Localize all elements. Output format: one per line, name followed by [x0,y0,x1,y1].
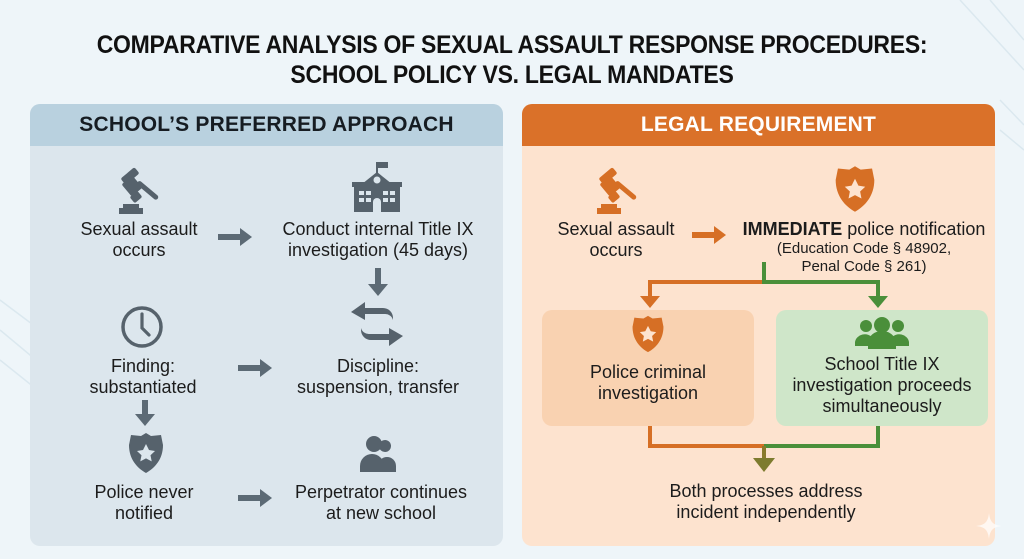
step-text-line: suspension, transfer [296,377,460,397]
clock-icon [121,306,163,348]
school-title-ix-simultaneous: School Title IX investigation proceeds s… [792,354,971,417]
transfer-arrows-icon [351,302,403,346]
step-immediate-police-notification: IMMEDIATE police notification (Education… [743,219,986,276]
police-badge-icon [632,315,664,353]
police-criminal-investigation: Police criminal investigation [590,362,706,404]
step-text-line: Conduct internal Title IX [282,219,474,239]
school-building-icon [352,162,402,212]
box-text-line: Police criminal [589,362,707,382]
emphasis-text: IMMEDIATE [742,219,843,239]
page-title: COMPARATIVE ANALYSIS OF SEXUAL ASSAULT R… [41,30,983,90]
police-investigation-box: Police criminal investigation [542,310,754,426]
sparkle-icon [976,513,1002,539]
box-text-line: investigation [597,383,699,403]
step-text-line: Perpetrator continues [294,482,468,502]
flow-arrow-right [692,226,726,244]
flow-arrow-down [368,268,388,296]
gavel-icon [119,167,159,214]
step-text-line: investigation (45 days) [287,240,469,260]
step-discipline: Discipline: suspension, transfer [297,356,459,398]
citation-line: Penal Code § 261) [801,258,927,275]
legal-requirement-panel: LEGAL REQUIREMENT Sexual assault occurs … [522,104,995,546]
flow-arrow-right [218,228,252,246]
step-text-line: Discipline: [336,356,420,376]
step-text-line: substantiated [89,377,197,397]
flow-arrow-right [238,359,272,377]
flow-arrow-right [238,489,272,507]
step-police-never-notified: Police never notified [94,482,193,524]
box-text-line: investigation proceeds [792,375,972,395]
outcome-text-line: Both processes address [669,481,863,501]
step-text-line: Sexual assault [80,219,198,239]
group-icon [855,317,909,349]
school-approach-panel: SCHOOL’S PREFERRED APPROACH Sexual assau… [30,104,503,546]
box-text-line: simultaneously [822,396,942,416]
school-title-ix-box: School Title IX investigation proceeds s… [776,310,988,426]
merge-connector [648,426,880,472]
step-text-line: Finding: [110,356,176,376]
step-text-line: at new school [325,503,437,523]
box-text-line: School Title IX [824,354,940,374]
split-connector [640,262,888,308]
citation-line: (Education Code § 48902, [776,240,952,257]
title-line-1: COMPARATIVE ANALYSIS OF SEXUAL ASSAULT R… [96,31,928,59]
school-approach-header: SCHOOL’S PREFERRED APPROACH [30,104,503,146]
step-internal-title-ix: Conduct internal Title IX investigation … [282,219,473,261]
title-line-2: SCHOOL POLICY VS. LEGAL MANDATES [290,61,734,89]
people-icon [360,436,396,472]
step-text-line: notified [114,503,174,523]
police-badge-icon [835,166,875,212]
step-text-line: occurs [589,240,643,260]
step-finding-substantiated: Finding: substantiated [89,356,196,398]
step-text-line: Sexual assault [557,219,675,239]
gavel-icon [597,167,637,214]
notify-text: police notification [842,219,986,239]
outcome-both-processes: Both processes address incident independ… [669,481,862,523]
legal-requirement-header: LEGAL REQUIREMENT [522,104,995,146]
step-sexual-assault-occurs: Sexual assault occurs [80,219,197,261]
police-badge-icon [129,433,163,473]
outcome-text-line: incident independently [676,502,856,522]
step-text-line: occurs [112,240,166,260]
flow-arrow-down [135,400,155,426]
step-perpetrator-continues: Perpetrator continues at new school [295,482,467,524]
step-sexual-assault-occurs: Sexual assault occurs [557,219,674,261]
step-text-line: Police never [94,482,194,502]
